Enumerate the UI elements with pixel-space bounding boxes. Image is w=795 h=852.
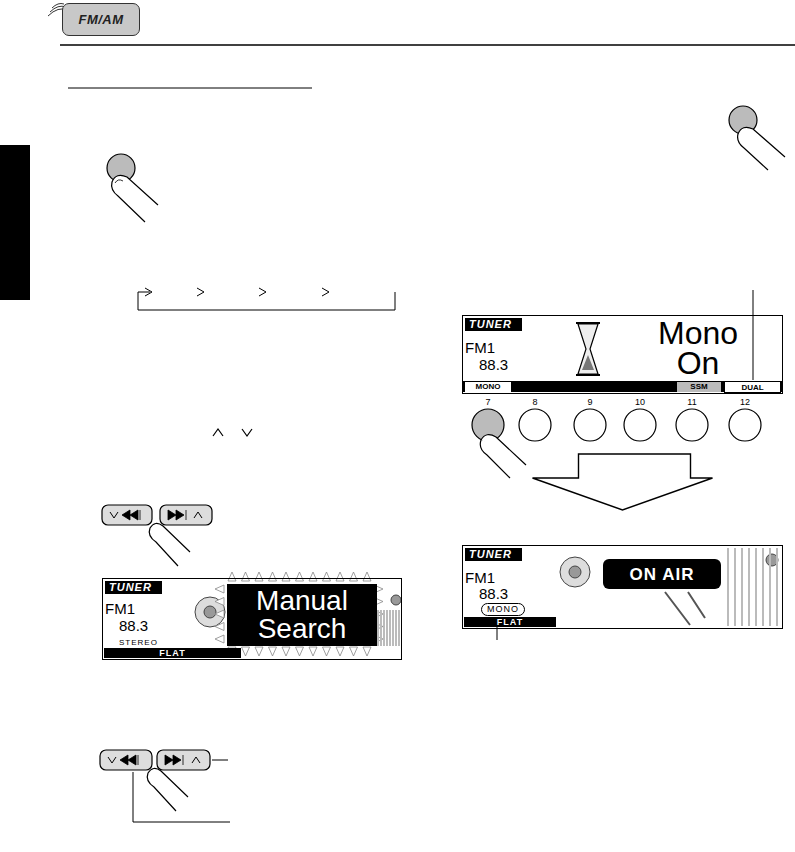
starburst xyxy=(215,572,383,656)
stripe-texture xyxy=(378,548,777,646)
function-label: MONO xyxy=(465,382,511,392)
leader-line xyxy=(753,290,754,380)
function-strip xyxy=(463,381,782,392)
lcd-display: TUNER FM1 88.3 Mono On MONO SSM DUAL xyxy=(462,315,783,394)
hourglass xyxy=(576,323,600,375)
finger-press xyxy=(729,106,785,170)
band-label: FM1 xyxy=(105,601,135,616)
heading-underline xyxy=(68,88,312,89)
status-indicator: MONO xyxy=(481,603,525,616)
message-text: Mono On xyxy=(643,318,753,378)
frequency: 88.3 xyxy=(479,586,508,601)
message-box: Manual Search xyxy=(227,584,377,646)
mode-label: FM/AM xyxy=(78,13,123,26)
callout-number: 10 xyxy=(630,398,650,407)
callout-number: 9 xyxy=(580,398,600,407)
sound-mode: FLAT xyxy=(104,648,241,658)
cycle-bracket xyxy=(138,288,395,310)
function-label: DUAL xyxy=(725,382,780,392)
callout-number: 12 xyxy=(735,398,755,407)
chevron-symbol xyxy=(213,429,252,436)
lcd-display: TUNER FM1 88.3STEREOFLAT Manual Search xyxy=(102,578,402,660)
source-logo: TUNER xyxy=(105,581,162,594)
on-air-sign: ON AIR xyxy=(603,559,721,589)
message-text: Manual Search xyxy=(232,587,372,643)
status-indicator: STEREO xyxy=(119,639,158,647)
section-tab xyxy=(0,145,30,300)
frequency: 88.3 xyxy=(119,618,148,633)
lcd-display: TUNER FM188.3MONOFLAT ON AIR xyxy=(462,545,783,629)
frequency: 88.3 xyxy=(479,357,508,372)
callout-number: 7 xyxy=(478,398,498,407)
band-label: FM1 xyxy=(465,570,495,585)
header-rule xyxy=(60,44,795,46)
seek-buttons xyxy=(100,750,230,822)
source-logo: TUNER xyxy=(465,548,522,561)
speaker-art xyxy=(560,554,778,625)
callout-number: 11 xyxy=(682,398,702,407)
finger-press xyxy=(107,154,158,222)
seek-buttons xyxy=(102,505,212,566)
band-label: FM1 xyxy=(465,340,495,355)
mode-icon: FM/AM xyxy=(62,3,140,36)
flow-arrow xyxy=(533,454,713,510)
sound-mode: FLAT xyxy=(464,617,556,627)
function-label: SSM xyxy=(677,382,721,392)
source-logo: TUNER xyxy=(465,318,522,331)
callout-number: 8 xyxy=(525,398,545,407)
sign-text: ON AIR xyxy=(630,566,695,583)
